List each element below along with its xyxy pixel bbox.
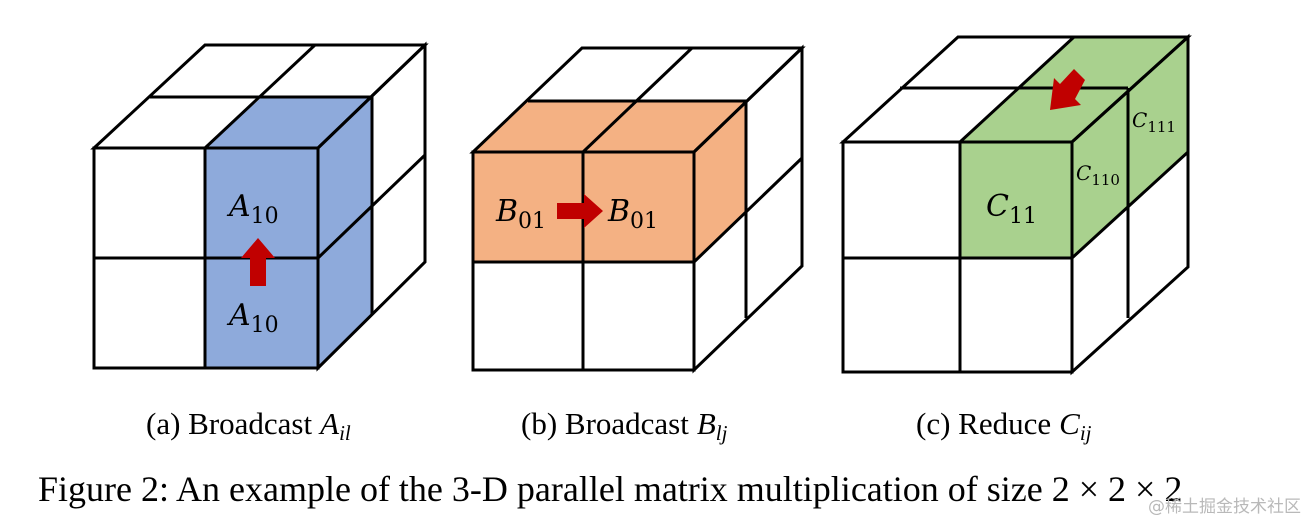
watermark: @稀土掘金技术社区 [1148,497,1301,517]
panel-a-arrow-up-icon [241,238,275,286]
panel-c-label-front: C11 [986,189,1037,229]
panel-b-label-left: B01 [495,194,546,234]
panel-a-label-bottom: A10 [226,298,279,338]
panel-b-label-right: B01 [607,194,658,234]
panel-c-cube: C11 C110 C111 [839,33,1192,376]
panel-b-cube: B01 B01 [469,44,806,374]
panel-c-label-back: C111 [1132,108,1176,136]
panel-b-arrow-right-icon [557,194,603,228]
figure-caption: Figure 2: An example of the 3-D parallel… [38,469,1182,509]
panel-a-label-top: A10 [226,189,279,229]
panel-c-label-side: C110 [1076,161,1120,189]
panel-c-highlight-side [1072,37,1188,258]
panel-a-cube: A10 A10 [90,41,429,372]
panel-c-arrow-down-left-icon [1050,69,1085,110]
panel-c-highlight-front [960,142,1072,258]
